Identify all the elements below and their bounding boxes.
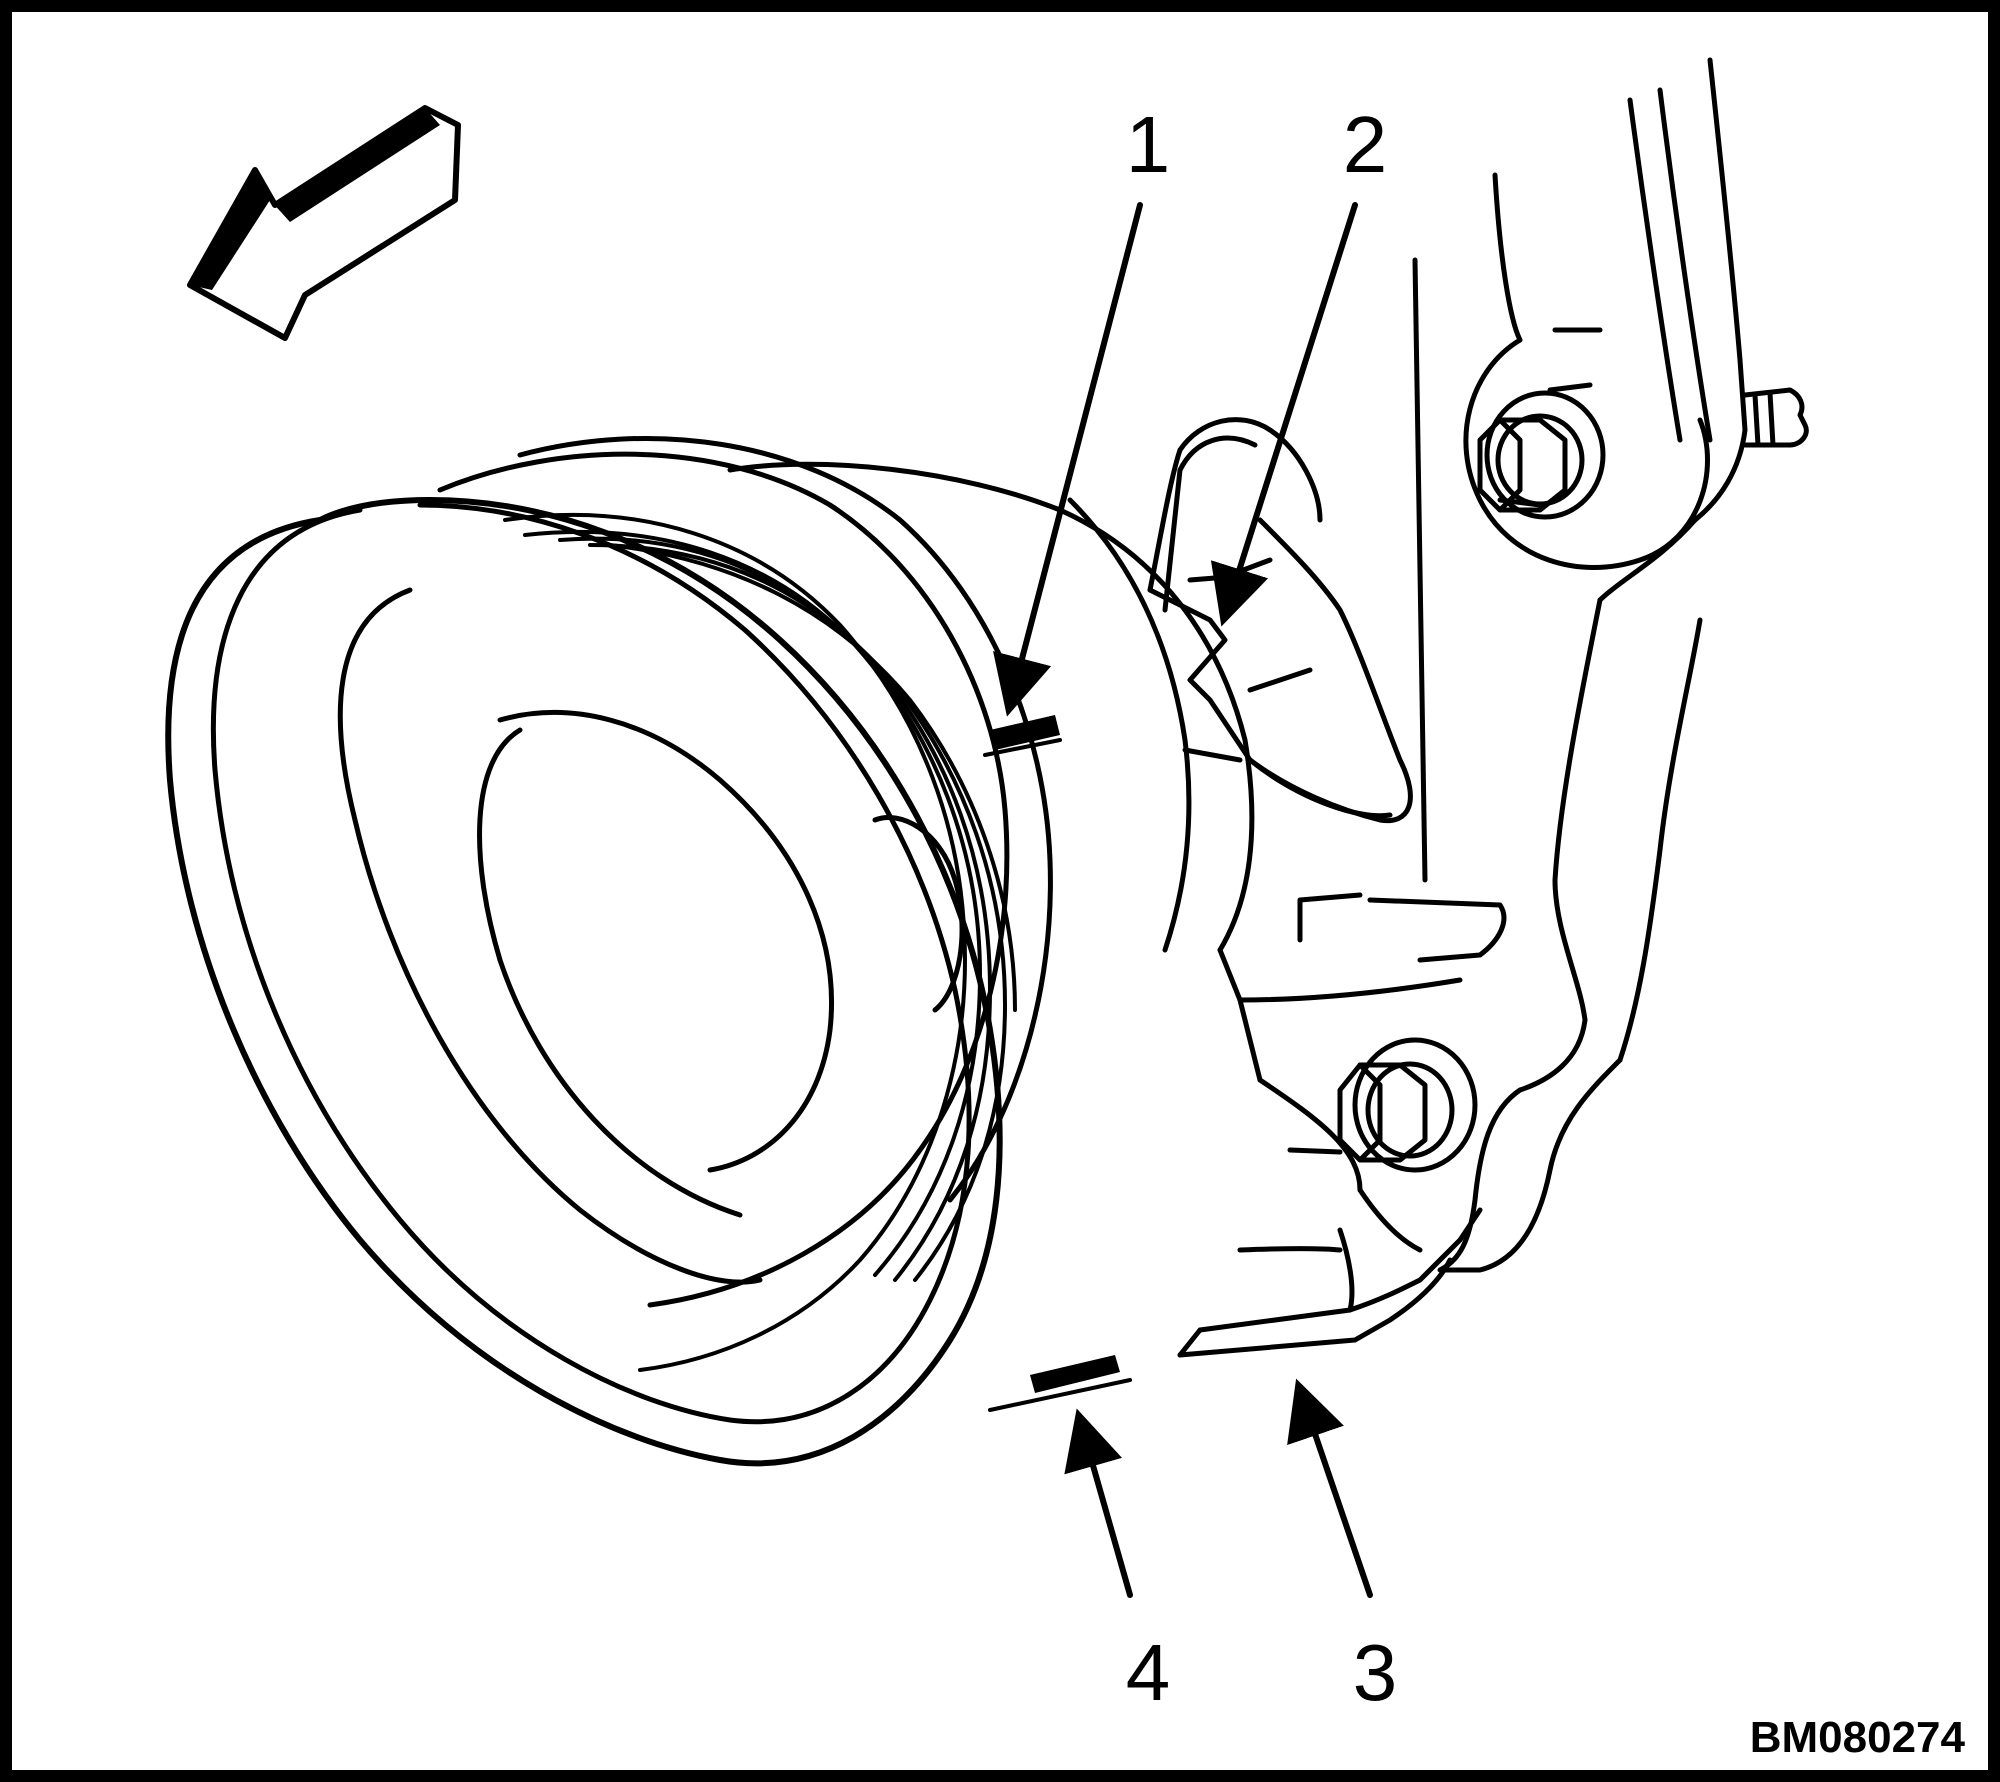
callout-3: 3	[1353, 1628, 1398, 1717]
upper-bolt	[1477, 390, 1606, 520]
direction-arrow-icon	[187, 105, 461, 341]
leader-line-4	[1064, 1408, 1133, 1598]
timing-mark-pulley	[983, 715, 1062, 757]
threaded-stud	[1742, 387, 1809, 448]
callout-1: 1	[1126, 100, 1171, 189]
lower-bolt	[1337, 1037, 1478, 1173]
leader-line-1	[993, 202, 1143, 717]
front-cover	[1177, 57, 1748, 1358]
crank-sensor-tab	[1147, 417, 1413, 824]
leader-line-3	[1287, 1378, 1373, 1598]
crankshaft-pulley	[165, 436, 1255, 1467]
callout-4: 4	[1126, 1628, 1171, 1717]
leader-line-2	[1210, 202, 1358, 627]
figure-code: BM080274	[1750, 1713, 1966, 1762]
callout-2: 2	[1343, 100, 1388, 189]
timing-mark-lower	[988, 1355, 1132, 1412]
